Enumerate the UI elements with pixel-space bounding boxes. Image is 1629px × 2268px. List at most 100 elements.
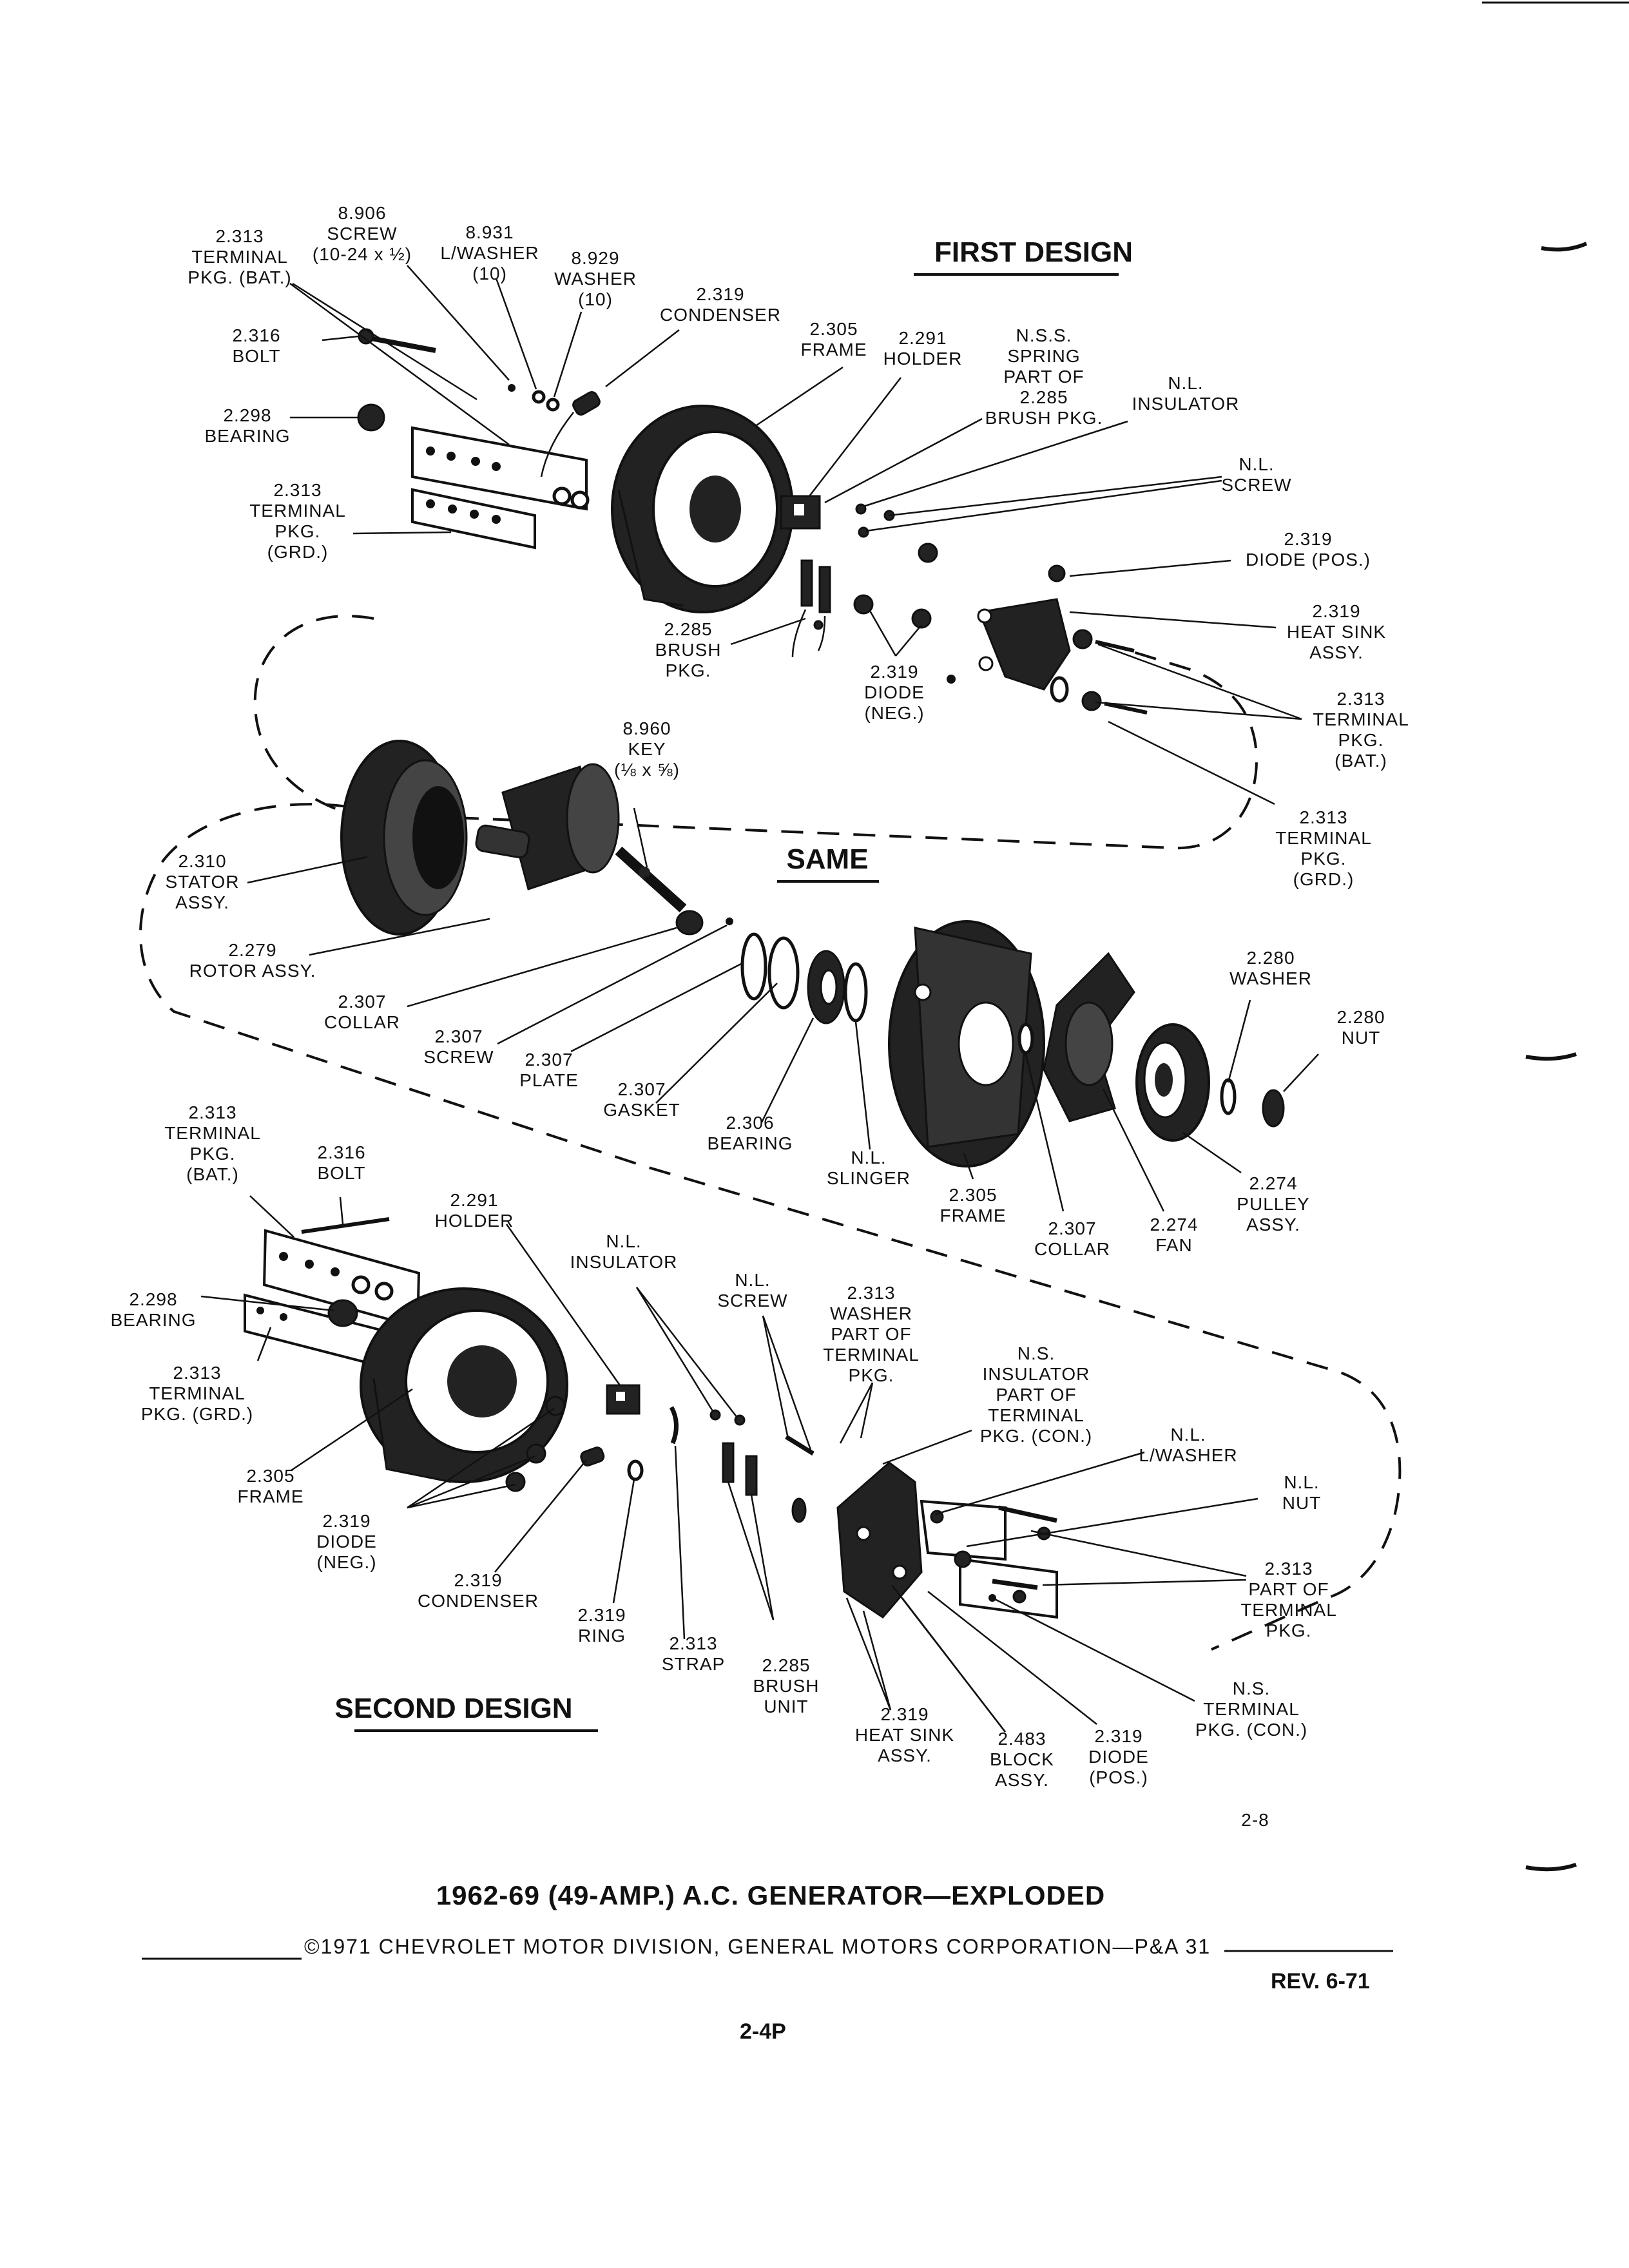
label-line: 2.274 (1249, 1173, 1297, 1193)
label-line: 2.319 (870, 662, 918, 682)
label-line: INSULATOR (983, 1364, 1090, 1384)
label-line: ASSY. (878, 1745, 932, 1765)
label-line: (GRD.) (267, 542, 329, 562)
sd-terminal-screws (988, 1505, 1057, 1604)
sd-terminal-block (920, 1499, 1058, 1619)
label-line: (10) (578, 289, 613, 309)
label-line: ASSY. (1246, 1215, 1300, 1235)
label-line: FRAME (940, 1206, 1007, 1225)
label-line: N.L. (1239, 454, 1274, 474)
label-line: L/WASHER (1139, 1445, 1237, 1465)
label-line: BRUSH (655, 640, 721, 660)
label-line: (⅛ x ⅝) (614, 760, 680, 780)
page-number: 2-4P (740, 2019, 786, 2044)
label-line: WASHER (830, 1303, 912, 1323)
label-line: HEAT SINK (855, 1725, 954, 1745)
label-line: STRAP (662, 1654, 725, 1674)
label-line: SCREW (423, 1047, 494, 1067)
label-line: 2.305 (246, 1466, 294, 1486)
fd-terminal-plate-lower (411, 488, 536, 550)
label-line: 8.906 (338, 203, 386, 223)
label-line: 2.306 (726, 1113, 774, 1133)
heading-second-design: SECOND DESIGN (334, 1693, 572, 1724)
label-line: 2.319 (1312, 601, 1360, 621)
pulley-assembly (1135, 1023, 1210, 1142)
label-line: 2.305 (809, 319, 858, 339)
label-line: ASSY. (995, 1770, 1049, 1790)
heading-same: SAME (786, 843, 868, 875)
fd-diodes (853, 543, 956, 684)
label-line: 2.319 (1094, 1726, 1142, 1746)
label-line: 2.291 (898, 328, 947, 348)
label-line: N.L. (851, 1148, 886, 1168)
fd-terminal-insulators (1050, 629, 1148, 715)
margin-mark (1525, 1052, 1577, 1061)
label-line: PART OF (1248, 1579, 1329, 1599)
label-line: ASSY. (175, 892, 229, 912)
label-line: TERMINAL (1313, 709, 1409, 729)
collar-small (1017, 1023, 1034, 1055)
label-line: PKG. (CON.) (1195, 1720, 1307, 1740)
label-line: 2.279 (228, 940, 276, 960)
fd-brushes (791, 559, 831, 658)
label-line: STATOR (166, 872, 240, 892)
label-line: N.S.S. (1016, 325, 1072, 345)
label-line: PKG. (275, 521, 321, 541)
label-line: WASHER (1229, 968, 1312, 988)
margin-mark (1525, 1863, 1577, 1872)
label-line: TERMINAL (249, 501, 346, 521)
label-line: PKG. (CON.) (980, 1426, 1092, 1446)
label-line: N.L. (1168, 373, 1203, 393)
label-line: (POS.) (1089, 1767, 1148, 1787)
drive-end-frame (888, 920, 1045, 1168)
label-line: PKG. (GRD.) (141, 1404, 253, 1424)
label-line: UNIT (764, 1696, 808, 1716)
label-line: 2.285 (1019, 387, 1068, 407)
label-line: 8.931 (465, 222, 514, 242)
label-line: SCREW (327, 224, 397, 244)
label-line: 2.319 (577, 1605, 626, 1625)
label-line: 2.319 (880, 1704, 929, 1724)
label-line: 2.313 (847, 1283, 895, 1303)
label-line: ASSY. (1309, 642, 1364, 662)
label-line: 2.313 (273, 480, 322, 500)
copyright-line: ©1971 CHEVROLET MOTOR DIVISION, GENERAL … (304, 1935, 1211, 1958)
leader-lines (200, 265, 1319, 1733)
label-sd-nl-lwasher: N.L.L/WASHER (1139, 1425, 1237, 1465)
label-line: 2.307 (434, 1026, 483, 1046)
label-line: (GRD.) (1293, 869, 1354, 889)
label-line: CONDENSER (418, 1591, 539, 1611)
label-line: SPRING (1007, 346, 1080, 366)
label-line: PKG. (1301, 849, 1347, 869)
label-line: DIODE (864, 682, 925, 702)
fd-bearing (357, 403, 385, 432)
label-line: FRAME (801, 340, 867, 360)
label-line: 2.319 (1284, 529, 1332, 549)
key (644, 876, 653, 885)
label-line: 2.319 (322, 1511, 371, 1531)
sd-bolt (301, 1217, 390, 1234)
slinger (843, 962, 868, 1023)
